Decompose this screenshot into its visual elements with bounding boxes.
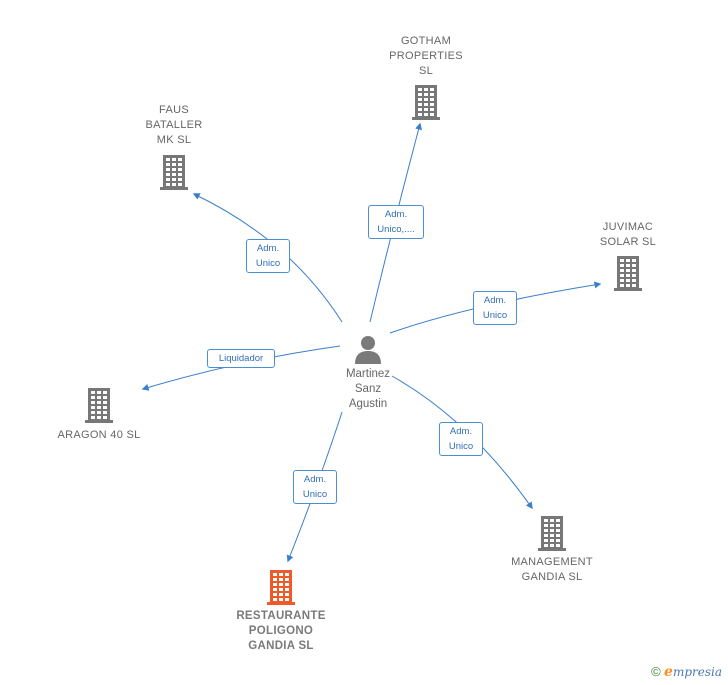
company-node-juvimac[interactable]: JUVIMAC SOLAR SL [578, 220, 678, 291]
building-icon [160, 155, 188, 190]
brand-name: mpresia [672, 665, 722, 679]
building-icon [538, 516, 566, 551]
relation-label-management[interactable]: Adm. Unico [439, 422, 483, 456]
relation-label-gotham[interactable]: Adm. Unico,.... [368, 205, 424, 239]
relation-label-aragon[interactable]: Liquidador [207, 349, 275, 368]
building-icon [267, 570, 295, 605]
company-label: JUVIMAC SOLAR SL [599, 221, 657, 248]
person-icon [355, 336, 381, 364]
building-icon [412, 85, 440, 120]
copyright-icon: © [651, 664, 661, 679]
empresia-logo: © empresia [651, 664, 722, 680]
person-name: Martinez Sanz Agustin [345, 368, 391, 410]
company-node-aragon[interactable]: ARAGON 40 SL [44, 387, 154, 443]
company-node-faus[interactable]: FAUS BATALLER MK SL [124, 103, 224, 190]
brand-e-letter: e [664, 664, 673, 680]
company-label: FAUS BATALLER MK SL [145, 104, 203, 146]
relation-label-restaurante[interactable]: Adm. Unico [293, 470, 337, 504]
building-icon [85, 388, 113, 423]
person-node[interactable]: Martinez Sanz Agustin [328, 334, 408, 412]
relation-label-juvimac[interactable]: Adm. Unico [473, 291, 517, 325]
company-label: RESTAURANTE POLIGONO GANDIA SL [236, 610, 326, 652]
company-label: MANAGEMENT GANDIA SL [511, 556, 593, 583]
relation-label-faus[interactable]: Adm. Unico [246, 239, 290, 273]
company-label: ARAGON 40 SL [57, 429, 141, 441]
company-node-management[interactable]: MANAGEMENT GANDIA SL [496, 515, 608, 585]
building-icon [614, 256, 642, 291]
company-node-gotham[interactable]: GOTHAM PROPERTIES SL [366, 34, 486, 120]
company-label: GOTHAM PROPERTIES SL [389, 35, 463, 77]
company-node-restaurante[interactable]: RESTAURANTE POLIGONO GANDIA SL [221, 569, 341, 654]
